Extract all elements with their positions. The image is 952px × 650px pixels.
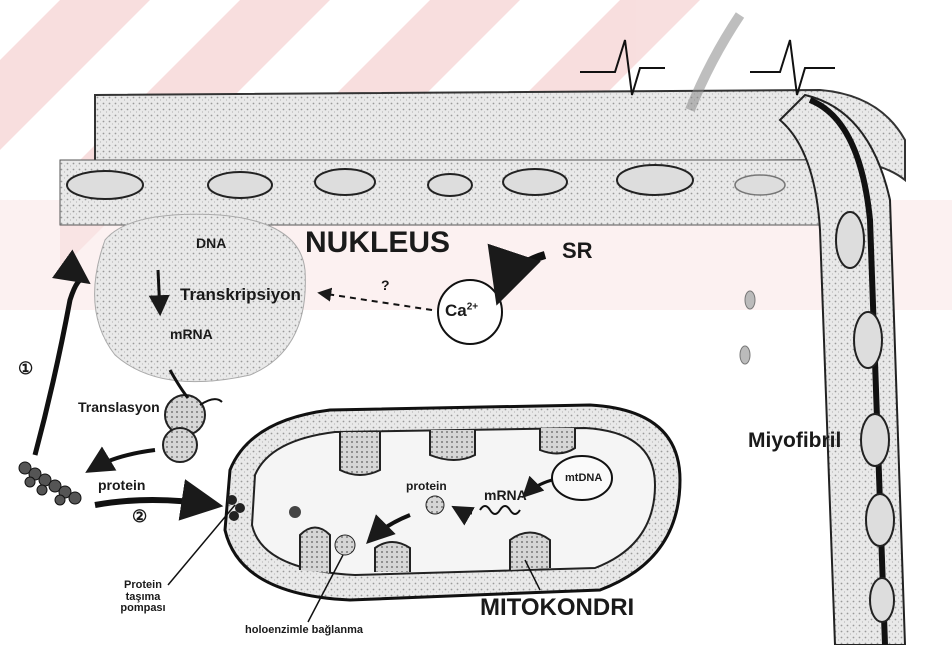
label-dna: DNA [196,236,226,250]
label-mitokondri: MITOKONDRI [480,596,634,620]
label-transkripsiyon: Transkripsiyon [180,286,301,303]
label-question: ? [381,278,390,292]
pump-pointer-line [168,505,235,585]
label-mtdna: mtDNA [565,473,602,484]
label-miyofibril: Miyofibril [748,430,841,451]
label-protein-pump-line3: pompası [108,603,178,615]
step2-arrow [95,500,215,505]
protein-arrow [90,450,155,470]
label-sr: SR [562,240,593,262]
transcription-arrow [158,270,160,312]
label-mrna-mito: mRNA [484,488,527,502]
label-translasyon: Translasyon [78,400,160,414]
ribosome [163,370,222,462]
label-ca-sup: 2+ [467,301,478,312]
label-holoenzim: holoenzimle bağlanma [245,625,363,636]
label-protein-mito: protein [406,480,447,492]
label-nukleus: NUKLEUS [305,228,450,258]
label-protein-pump: Protein taşıma pompası [108,580,178,615]
label-protein-pump-line1: Protein [108,580,178,592]
mitochondrion [225,405,680,600]
label-ca: Ca2+ [445,302,478,319]
label-protein-left: protein [98,478,145,492]
protein-cluster [19,462,81,505]
label-step1: ① [18,360,33,377]
label-mrna-nucleus: mRNA [170,327,213,341]
label-step2: ② [132,508,147,525]
label-ca-base: Ca [445,301,467,320]
